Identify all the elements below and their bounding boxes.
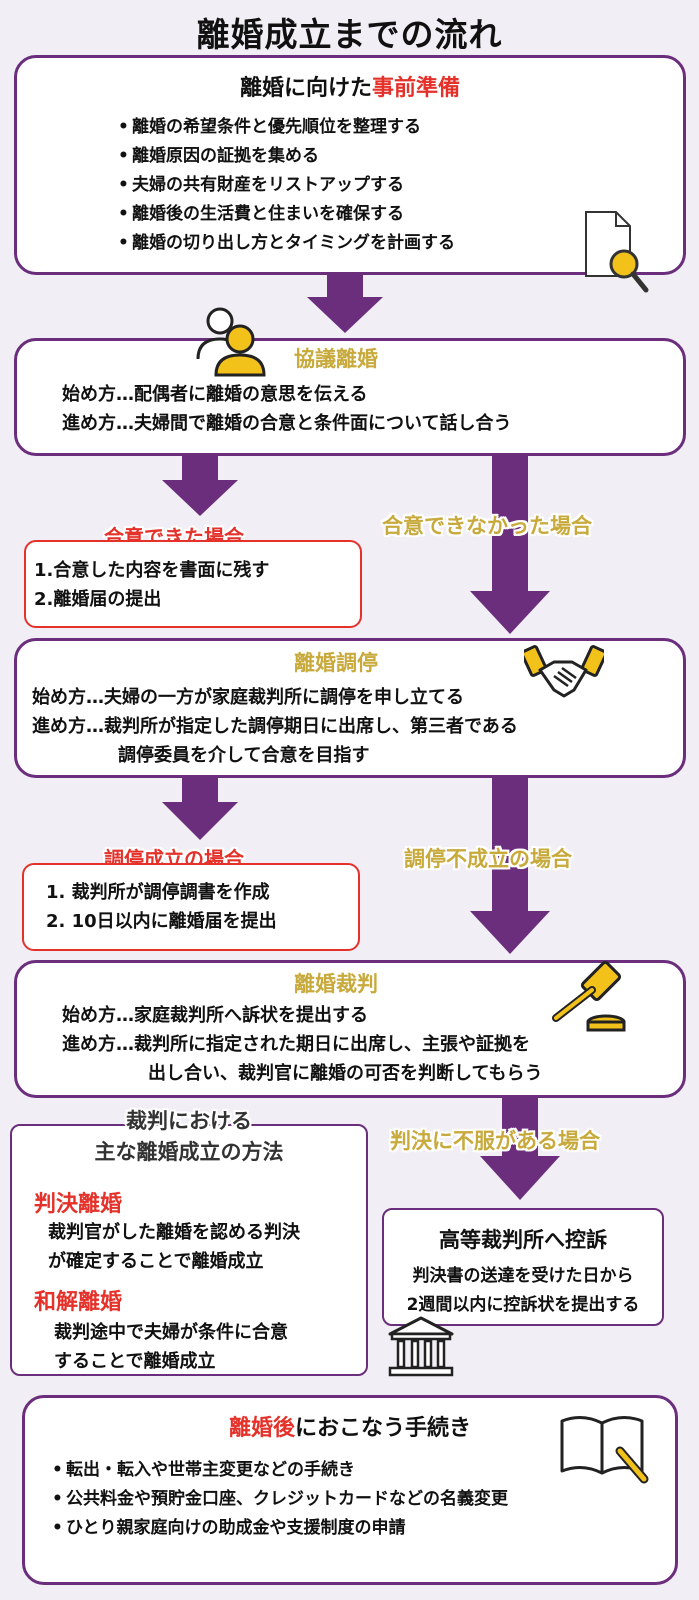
saiban-box [14, 960, 686, 1098]
kyogi-label: 協議離婚 [294, 347, 378, 371]
text-line: 進め方…夫婦間で離婚の合意と条件面について話し合う [62, 413, 512, 434]
not-agreed-label: 合意できなかった場合 [382, 514, 592, 538]
text-line: 進め方…裁判所に指定された期日に出席し、主張や証拠を [62, 1034, 530, 1055]
document-search-icon [585, 211, 649, 293]
text-line: 始め方…配偶者に離婚の意思を伝える [62, 384, 368, 405]
chotei-label: 離婚調停 [294, 651, 378, 675]
after-heading: 離婚後におこなう手続き [22, 1410, 678, 1442]
gavel-icon [552, 960, 626, 1032]
appeal-title: 高等裁判所へ控訴 [439, 1228, 607, 1252]
text-line: 始め方…家庭裁判所へ訴状を提出する [62, 1005, 368, 1026]
list-item: 1.合意した内容を書面に残す [34, 560, 270, 581]
after-list: •転出・転入や世帯主変更などの手続き •公共料金や預貯金口座、クレジットカードな… [52, 1456, 508, 1543]
prep-heading-accent: 事前準備 [372, 76, 461, 101]
agreed-box [24, 540, 362, 628]
chotei-box [14, 638, 686, 778]
list-item: •転出・転入や世帯主変更などの手続き [52, 1460, 355, 1480]
arrow-down-long [470, 456, 550, 634]
list-item: •離婚後の生活費と住まいを確保する [118, 204, 404, 224]
list-item: 2. 10日以内に離婚届を提出 [46, 911, 277, 932]
chotei-text: 始め方…夫婦の一方が家庭裁判所に調停を申し立てる 進め方…裁判所が指定した調停期… [32, 683, 518, 770]
hanketsu-text: 裁判官がした離婚を認める判決 が確定することで離婚成立 [48, 1218, 300, 1276]
saiban-text: 始め方…家庭裁判所へ訴状を提出する 進め方…裁判所に指定された期日に出席し、主張… [62, 1001, 543, 1088]
arrow-down [480, 1098, 560, 1200]
methods-heading: 裁判における 主な離婚成立の方法 [10, 1106, 368, 1168]
list-item: 2.離婚届の提出 [34, 589, 162, 610]
text-line: 判決書の送達を受けた日から [412, 1266, 634, 1286]
list-item: •夫婦の共有財産をリストアップする [118, 175, 404, 195]
after-heading-accent: 離婚後 [228, 1416, 295, 1441]
text-line: 2週間以内に控訴状を提出する [406, 1295, 640, 1315]
text-line: することで離婚成立 [54, 1351, 216, 1372]
page-title: 離婚成立までの流れ [196, 15, 503, 54]
prep-list: •離婚の希望条件と優先順位を整理する •離婚原因の証拠を集める •夫婦の共有財産… [118, 113, 455, 258]
text-line: 進め方…裁判所が指定した調停期日に出席し、第三者である [32, 716, 518, 737]
people-icon [196, 307, 266, 377]
kyogi-box [14, 338, 686, 456]
list-item: •離婚の切り出し方とタイミングを計画する [118, 233, 455, 253]
list-item: •公共料金や預貯金口座、クレジットカードなどの名義変更 [52, 1489, 508, 1509]
arrow-down [162, 778, 238, 840]
after-heading-main: におこなう手続き [295, 1416, 472, 1441]
arrow-down [307, 275, 383, 333]
agreed-list: 1.合意した内容を書面に残す 2.離婚届の提出 [34, 556, 269, 614]
handshake-icon [524, 644, 604, 698]
saiban-label: 離婚裁判 [294, 972, 378, 996]
methods-heading-line: 裁判における [126, 1109, 252, 1133]
methods-box [10, 1124, 368, 1376]
chotei-success-list: 1. 裁判所が調停調書を作成 2. 10日以内に離婚届を提出 [46, 878, 277, 936]
appeal-box [382, 1208, 664, 1326]
list-item: •ひとり親家庭向けの助成金や支援制度の申請 [52, 1518, 406, 1538]
arrow-down-long [470, 778, 550, 954]
prep-heading-main: 離婚に向けた [239, 76, 372, 101]
list-item: 1. 裁判所が調停調書を作成 [46, 882, 270, 903]
courthouse-icon [388, 1316, 454, 1377]
notebook-pen-icon [560, 1416, 649, 1484]
chotei-fail-label: 調停不成立の場合 [404, 847, 572, 871]
text-line: 調停委員を介して合意を目指す [118, 745, 370, 766]
text-line: が確定することで離婚成立 [48, 1251, 264, 1272]
arrow-down [162, 456, 238, 516]
appeal-label: 判決に不服がある場合 [390, 1129, 600, 1153]
text-line: 裁判官がした離婚を認める判決 [48, 1222, 300, 1243]
text-line: 始め方…夫婦の一方が家庭裁判所に調停を申し立てる [32, 687, 464, 708]
appeal-text: 判決書の送達を受けた日から 2週間以内に控訴状を提出する [382, 1262, 664, 1320]
kyogi-text: 始め方…配偶者に離婚の意思を伝える 進め方…夫婦間で離婚の合意と条件面について話… [62, 380, 511, 438]
wakai-title: 和解離婚 [34, 1290, 123, 1315]
hanketsu-title: 判決離婚 [34, 1192, 123, 1217]
list-item: •離婚の希望条件と優先順位を整理する [118, 117, 421, 137]
text-line: 出し合い、裁判官に離婚の可否を判断してもらう [148, 1063, 543, 1084]
methods-heading-line: 主な離婚成立の方法 [94, 1140, 284, 1164]
wakai-text: 裁判途中で夫婦が条件に合意 することで離婚成立 [54, 1318, 288, 1376]
prep-box [14, 55, 686, 275]
chotei-success-box [22, 863, 360, 951]
prep-heading: 離婚に向けた事前準備 [14, 70, 686, 102]
text-line: 裁判途中で夫婦が条件に合意 [54, 1322, 288, 1343]
list-item: •離婚原因の証拠を集める [118, 146, 319, 166]
